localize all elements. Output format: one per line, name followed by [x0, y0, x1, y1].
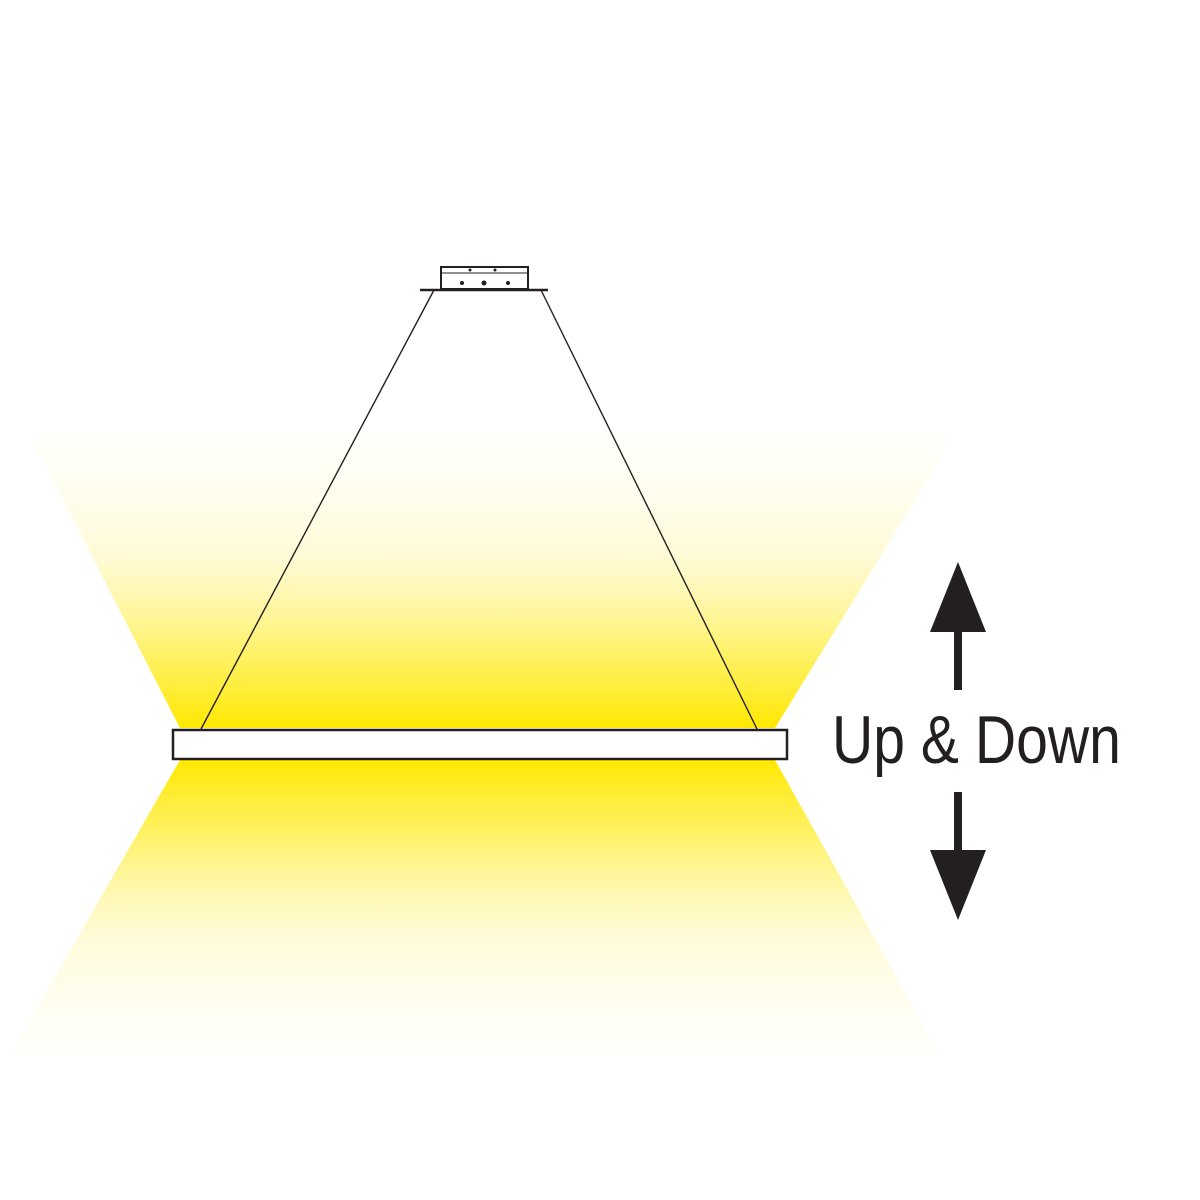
uplight-beam — [30, 435, 955, 728]
suspension-cables — [200, 289, 758, 730]
linear-fixture — [171, 728, 789, 761]
down-arrow-icon — [930, 792, 986, 920]
direction-label: Up & Down — [832, 702, 1121, 778]
downlight-beam — [10, 760, 940, 1055]
ceiling-canopy — [420, 266, 548, 292]
up-arrow-icon — [930, 562, 986, 690]
